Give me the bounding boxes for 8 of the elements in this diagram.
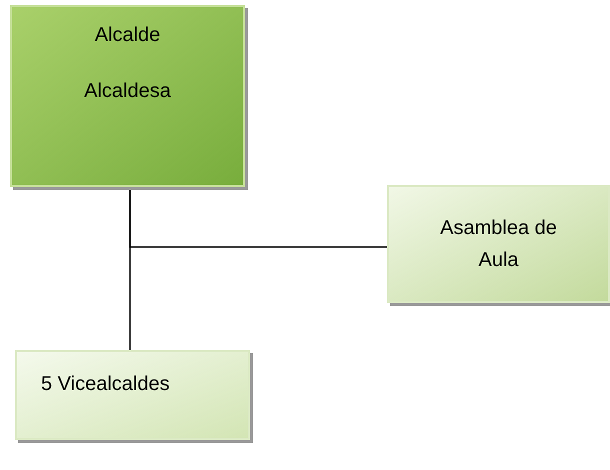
box-label: 5 Vicealcaldes: [41, 372, 170, 397]
box-label: Asamblea de Aula: [439, 216, 558, 273]
box-label: Alcalde: [94, 23, 160, 48]
connector-line: [129, 187, 131, 350]
org-box: [387, 185, 610, 303]
org-box: [15, 350, 250, 440]
org-box: [10, 5, 245, 187]
box-label: Alcaldesa: [84, 79, 171, 104]
